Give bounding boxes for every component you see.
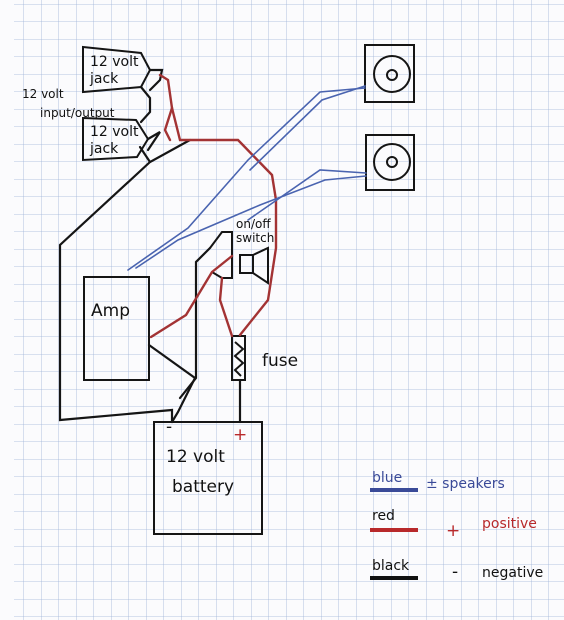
black-wires bbox=[58, 68, 242, 424]
battery-label-line2: battery bbox=[172, 477, 234, 497]
jack-top bbox=[82, 45, 152, 94]
jack-top-line1: 12 volt bbox=[90, 54, 139, 70]
amp-box bbox=[83, 276, 150, 381]
legend-red-meaning: positive bbox=[482, 516, 537, 532]
switch-label-line1: on/off bbox=[236, 217, 271, 231]
legend-red-sign: + bbox=[446, 521, 460, 541]
speaker-bottom bbox=[365, 134, 415, 191]
graph-paper-grid bbox=[14, 0, 564, 620]
battery-minus: - bbox=[166, 417, 172, 437]
red-wires bbox=[149, 73, 278, 339]
fuse bbox=[231, 335, 246, 381]
battery-box bbox=[153, 421, 263, 535]
amp-label: Amp bbox=[91, 301, 130, 321]
battery-plus: + bbox=[233, 425, 247, 445]
jack-bottom bbox=[82, 116, 150, 162]
legend-blue-word: blue bbox=[372, 470, 402, 486]
legend-black-word: black bbox=[372, 558, 410, 574]
jack-bottom-line2: jack bbox=[89, 141, 119, 157]
fuse-label: fuse bbox=[262, 351, 298, 371]
legend: blue ± speakers red + positive black - n… bbox=[370, 470, 543, 582]
legend-black-meaning: negative bbox=[482, 565, 543, 581]
switch-label-line2: switch bbox=[236, 231, 274, 245]
legend-red-word: red bbox=[372, 508, 395, 524]
battery-label-line1: 12 volt bbox=[166, 447, 225, 467]
blue-wires bbox=[127, 85, 367, 271]
jack-bottom-line1: 12 volt bbox=[90, 124, 139, 140]
jack-note-line1: 12 volt bbox=[22, 87, 64, 101]
speaker-top bbox=[364, 44, 415, 103]
jack-top-line2: jack bbox=[89, 71, 119, 87]
legend-black-sign: - bbox=[452, 562, 458, 582]
legend-blue-meaning: ± speakers bbox=[426, 476, 505, 492]
jack-note-line2: input/output bbox=[40, 106, 115, 120]
